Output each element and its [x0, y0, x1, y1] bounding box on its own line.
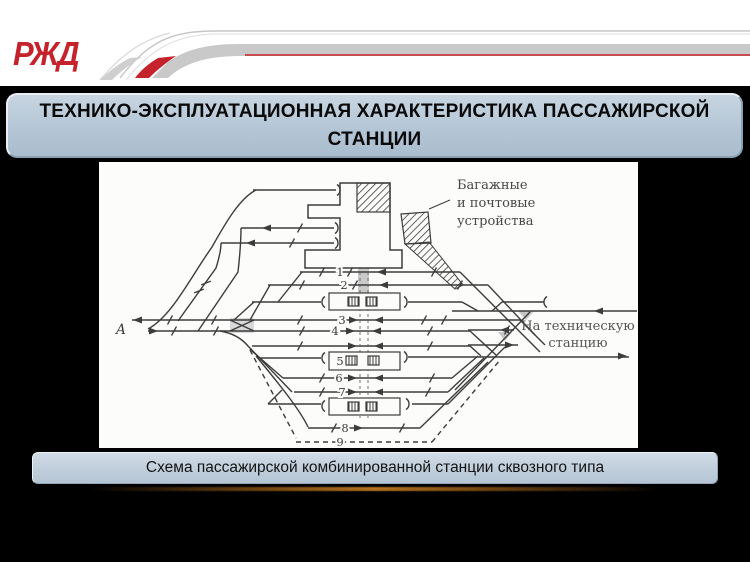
baggage-hatch	[356, 182, 391, 213]
stair-box	[347, 401, 360, 412]
track-numbers: 1 2 3 4 5 6 7 8 9	[329, 263, 350, 451]
baggage-leader-line	[428, 199, 451, 210]
track-number-7: 7	[338, 385, 345, 399]
swoosh-graphic	[99, 30, 750, 81]
diagram-panel: А Багажные и почтовые устройства На техн…	[99, 162, 638, 451]
tunnel-dashed-lines	[359, 212, 369, 418]
stair-box	[367, 355, 380, 366]
track-number-6: 6	[335, 371, 342, 385]
platform-3	[328, 397, 401, 416]
track-number-2: 2	[340, 278, 347, 292]
track-line-4	[148, 330, 497, 356]
station-diagram: А Багажные и почтовые устройства На техн…	[115, 178, 637, 451]
baggage-facilities-label: Багажные и почтовые устройства	[457, 178, 536, 229]
divider-glow	[90, 487, 660, 491]
track-number-4: 4	[331, 324, 338, 338]
track-number-5: 5	[336, 354, 343, 368]
track-line-5	[252, 345, 482, 357]
destination-label: На техническую станцию	[521, 319, 634, 351]
platform-1	[328, 292, 401, 311]
stair-box	[365, 296, 378, 307]
title-banner: ТЕХНИКО-ЭКСПЛУАТАЦИОННАЯ ХАРАКТЕРИСТИКА …	[6, 93, 743, 158]
track-number-9: 9	[336, 435, 343, 448]
stair-box	[347, 296, 360, 307]
svg-text:На техническую: На техническую	[521, 319, 634, 334]
svg-text:и почтовые: и почтовые	[457, 196, 536, 211]
track-line-6	[283, 355, 479, 379]
track-line-7	[294, 357, 485, 393]
platforms	[328, 292, 401, 416]
page-title: ТЕХНИКО-ЭКСПЛУАТАЦИОННАЯ ХАРАКТЕРИСТИКА …	[39, 100, 710, 150]
caption-text: Схема пассажирской комбинированной станц…	[145, 459, 605, 476]
stair-box	[345, 355, 358, 366]
svg-text:станцию: станцию	[548, 336, 607, 351]
svg-text:устройства: устройства	[457, 214, 534, 229]
rzd-logo: РЖД	[13, 34, 80, 73]
track-number-1: 1	[336, 265, 343, 279]
left-trunk	[219, 330, 293, 393]
top-band: РЖД	[0, 0, 750, 86]
baggage-annex	[400, 211, 432, 245]
stair-box	[365, 401, 378, 412]
track-line-9	[249, 349, 501, 443]
caption-bar: Схема пассажирской комбинированной станц…	[32, 452, 718, 484]
baggage-annex-ramp	[403, 241, 464, 290]
left-throat-curve	[147, 189, 257, 330]
station-building	[304, 182, 464, 290]
track-number-3: 3	[338, 313, 345, 327]
svg-text:Багажные: Багажные	[457, 178, 528, 193]
track-number-8: 8	[341, 421, 348, 435]
entry-point-label: А	[115, 322, 126, 338]
